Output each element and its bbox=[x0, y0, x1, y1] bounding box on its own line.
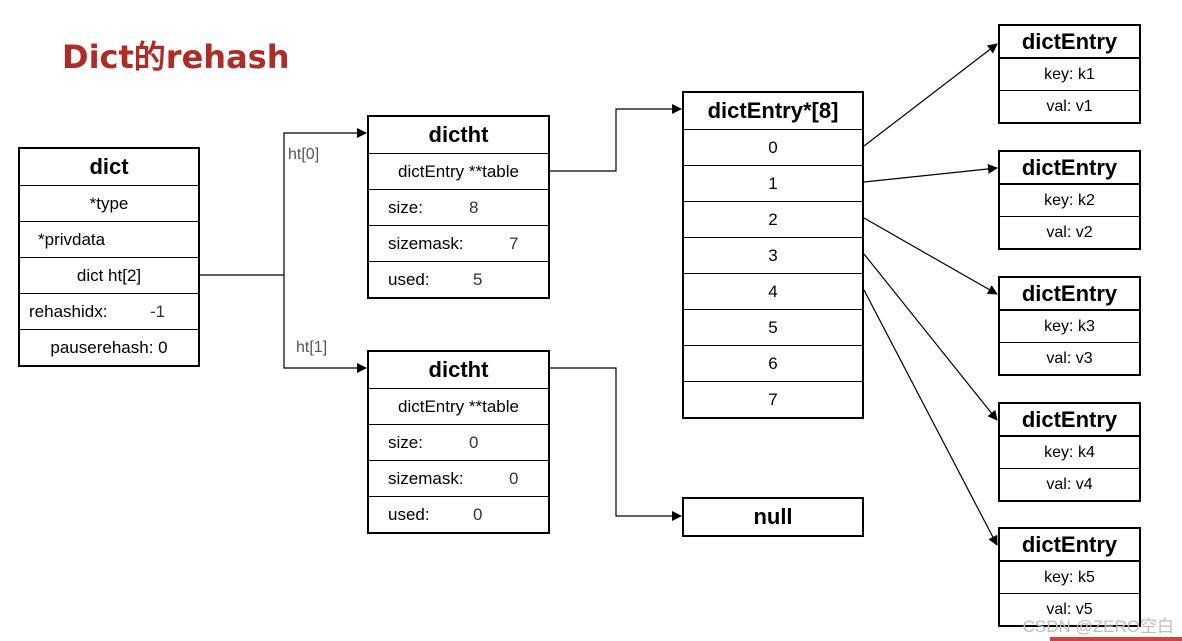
used-label: used: bbox=[388, 505, 430, 524]
entry-header: dictEntry bbox=[1000, 152, 1139, 184]
array-slot: 6 bbox=[684, 345, 862, 381]
array-slot: 1 bbox=[684, 165, 862, 201]
dictht1-used: used: 0 bbox=[369, 496, 548, 532]
dictht0-used: used: 5 bbox=[369, 261, 548, 297]
rehashidx-value: -1 bbox=[150, 302, 166, 321]
dictht0-size: size: 8 bbox=[369, 189, 548, 225]
entry-array-box: dictEntry*[8] 0 1 2 3 4 5 6 7 bbox=[682, 91, 864, 419]
entry-val: val: v4 bbox=[1000, 468, 1139, 500]
dict-header: dict bbox=[89, 154, 129, 179]
ht0-arrow bbox=[283, 128, 367, 275]
dictht0-box: dictht dictEntry **table size: 8 sizemas… bbox=[367, 115, 550, 299]
entry-key: key: k2 bbox=[1000, 184, 1139, 216]
array-slot: 5 bbox=[684, 309, 862, 345]
slot1-arrow bbox=[863, 163, 998, 183]
dictht0-sizemask: sizemask: 7 bbox=[369, 225, 548, 261]
entry-val: val: v2 bbox=[1000, 216, 1139, 248]
dict-privdata: *privdata bbox=[20, 221, 198, 257]
slot2-arrow bbox=[863, 217, 998, 295]
dict-ht: dict ht[2] bbox=[20, 257, 198, 293]
sizemask-label: sizemask: bbox=[388, 234, 464, 253]
table-to-null-arrow bbox=[550, 367, 682, 521]
dictht1-sizemask: sizemask: 0 bbox=[369, 460, 548, 496]
size-value: 0 bbox=[469, 433, 479, 452]
entry-key: key: k4 bbox=[1000, 436, 1139, 468]
dict-entry-k3: dictEntry key: k3 val: v3 bbox=[998, 276, 1141, 376]
dict-entry-k1: dictEntry key: k1 val: v1 bbox=[998, 24, 1141, 124]
entry-header: dictEntry bbox=[1000, 26, 1139, 58]
entry-header: dictEntry bbox=[1000, 404, 1139, 436]
null-box: null bbox=[682, 497, 864, 537]
sizemask-value: 0 bbox=[509, 469, 519, 488]
rehashidx-label: rehashidx: bbox=[29, 302, 108, 321]
ht0-label: ht[0] bbox=[288, 146, 320, 163]
entry-val: val: v1 bbox=[1000, 90, 1139, 122]
array-header: dictEntry*[8] bbox=[707, 98, 839, 123]
dict-type: *type bbox=[20, 185, 198, 221]
sizemask-label: sizemask: bbox=[388, 469, 464, 488]
entry-key: key: k3 bbox=[1000, 310, 1139, 342]
entry-val: val: v5 bbox=[1000, 593, 1139, 625]
size-value: 8 bbox=[469, 198, 479, 217]
entry-key: key: k5 bbox=[1000, 561, 1139, 593]
size-label: size: bbox=[388, 198, 423, 217]
array-slot: 2 bbox=[684, 201, 862, 237]
entry-header: dictEntry bbox=[1000, 278, 1139, 310]
used-value: 0 bbox=[473, 505, 483, 524]
entry-header: dictEntry bbox=[1000, 529, 1139, 561]
used-value: 5 bbox=[473, 270, 483, 289]
table-to-array-arrow bbox=[550, 104, 682, 172]
array-slot: 4 bbox=[684, 273, 862, 309]
page-title: Dict的rehash bbox=[62, 38, 290, 76]
slot4-arrow bbox=[863, 289, 998, 546]
dictht0-header: dictht bbox=[428, 122, 489, 147]
sizemask-value: 7 bbox=[509, 234, 519, 253]
dict-pauserehash: pauserehash: 0 bbox=[20, 329, 198, 365]
dictht1-box: dictht dictEntry **table size: 0 sizemas… bbox=[367, 350, 550, 534]
dict-entry-k2: dictEntry key: k2 val: v2 bbox=[998, 150, 1141, 250]
ht1-label: ht[1] bbox=[296, 339, 328, 356]
accent-bar bbox=[1050, 637, 1182, 641]
dictht0-table: dictEntry **table bbox=[369, 153, 548, 189]
used-label: used: bbox=[388, 270, 430, 289]
dictht1-table: dictEntry **table bbox=[369, 388, 548, 424]
dict-box: dict *type *privdata dict ht[2] rehashid… bbox=[18, 147, 200, 367]
size-label: size: bbox=[388, 433, 423, 452]
array-slot: 0 bbox=[684, 129, 862, 165]
entry-key: key: k1 bbox=[1000, 58, 1139, 90]
array-slot: 3 bbox=[684, 237, 862, 273]
dict-entry-k4: dictEntry key: k4 val: v4 bbox=[998, 402, 1141, 502]
dict-rehashidx: rehashidx: -1 bbox=[20, 293, 198, 329]
dictht1-size: size: 0 bbox=[369, 424, 548, 460]
entry-val: val: v3 bbox=[1000, 342, 1139, 374]
dictht1-header: dictht bbox=[428, 357, 489, 382]
null-label: null bbox=[753, 504, 793, 529]
watermark: CSDN @ZERO空白 bbox=[1022, 617, 1174, 636]
ht1-arrow bbox=[283, 275, 367, 373]
dict-entry-k5: dictEntry key: k5 val: v5 bbox=[998, 527, 1141, 627]
slot0-arrow bbox=[863, 43, 998, 147]
slot3-arrow bbox=[863, 253, 998, 421]
array-slot: 7 bbox=[684, 381, 862, 417]
